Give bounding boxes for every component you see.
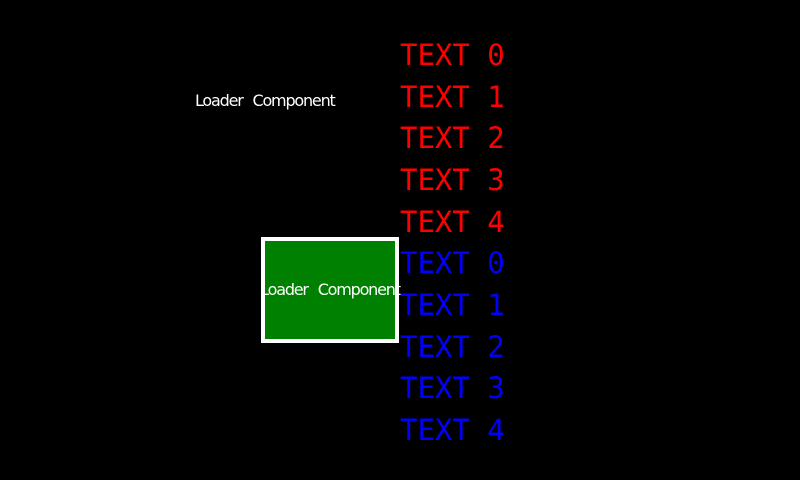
- red-list-item: TEXT 0: [400, 38, 505, 72]
- text-list: TEXT 0 TEXT 1 TEXT 2 TEXT 3 TEXT 4 TEXT …: [400, 35, 505, 452]
- loader-component-box-label: Loader Component: [260, 280, 401, 299]
- red-list-item: TEXT 2: [400, 121, 505, 156]
- loader-component-label: Loader Component: [195, 91, 336, 110]
- blue-list-item: TEXT 4: [400, 412, 505, 447]
- red-list-item: TEXT 1: [400, 79, 505, 114]
- blue-list-item: TEXT 0: [400, 246, 505, 281]
- blue-list-item: TEXT 3: [400, 371, 505, 406]
- loader-component-box[interactable]: Loader Component: [260, 237, 401, 343]
- blue-list-item: TEXT 1: [400, 287, 505, 322]
- blue-list-item: TEXT 2: [400, 329, 505, 364]
- red-list-item: TEXT 4: [400, 204, 505, 239]
- red-list-item: TEXT 3: [400, 162, 505, 197]
